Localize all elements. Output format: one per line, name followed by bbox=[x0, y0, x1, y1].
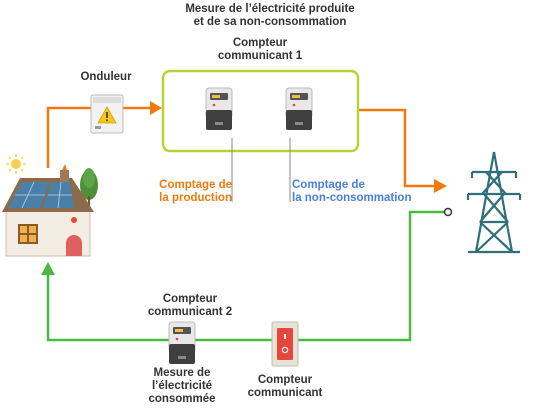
house-with-solar-panels-icon bbox=[2, 154, 98, 257]
breaker-label-line-2: communicant bbox=[247, 387, 323, 399]
consumption-label-line-1: Mesure de bbox=[153, 367, 211, 379]
smart-meter-icon bbox=[205, 87, 233, 130]
breaker-label-line-1: Compteur bbox=[257, 374, 313, 386]
meter-1-label-line-2: communicant 1 bbox=[217, 50, 303, 62]
non-consumption-label-line-2: la non-consommation bbox=[292, 192, 412, 204]
circuit-breaker-icon bbox=[271, 321, 299, 367]
smart-meter-icon bbox=[168, 321, 196, 364]
production-label-line-1: Comptage de bbox=[159, 179, 232, 191]
non-consumption-label-line-1: Comptage de bbox=[292, 179, 365, 191]
meter-1-label: Compteur communicant 1 bbox=[200, 37, 320, 63]
breaker-label: Compteur communicant bbox=[235, 374, 335, 400]
non-consumption-label: Comptage de la non-consommation bbox=[292, 179, 422, 205]
meter-2-label-line-1: Compteur bbox=[162, 293, 218, 305]
meter-1-label-line-1: Compteur bbox=[232, 37, 288, 49]
title-line-1: Mesure de l’électricité produite bbox=[185, 3, 355, 15]
export-flow-arrow bbox=[358, 108, 447, 193]
diagram-title: Mesure de l’électricité produite et de s… bbox=[150, 3, 390, 29]
meter-box bbox=[161, 69, 360, 153]
inverter-icon bbox=[90, 94, 124, 134]
production-label-line-2: la production bbox=[159, 192, 232, 204]
consumption-label: Mesure de l’électricité consommée bbox=[132, 367, 232, 406]
electricity-pylon-icon bbox=[466, 151, 522, 254]
title-line-2: et de sa non-consommation bbox=[193, 16, 347, 28]
consumption-flow-arrow bbox=[41, 207, 453, 342]
meter-2-label: Compteur communicant 2 bbox=[130, 293, 250, 319]
smart-meter-icon bbox=[285, 87, 313, 130]
consumption-label-line-2: l’électricité bbox=[151, 380, 213, 392]
meter-2-label-line-2: communicant 2 bbox=[147, 306, 233, 318]
consumption-label-line-3: consommée bbox=[148, 393, 216, 405]
inverter-label: Onduleur bbox=[80, 71, 132, 83]
production-label: Comptage de la production bbox=[146, 179, 232, 205]
